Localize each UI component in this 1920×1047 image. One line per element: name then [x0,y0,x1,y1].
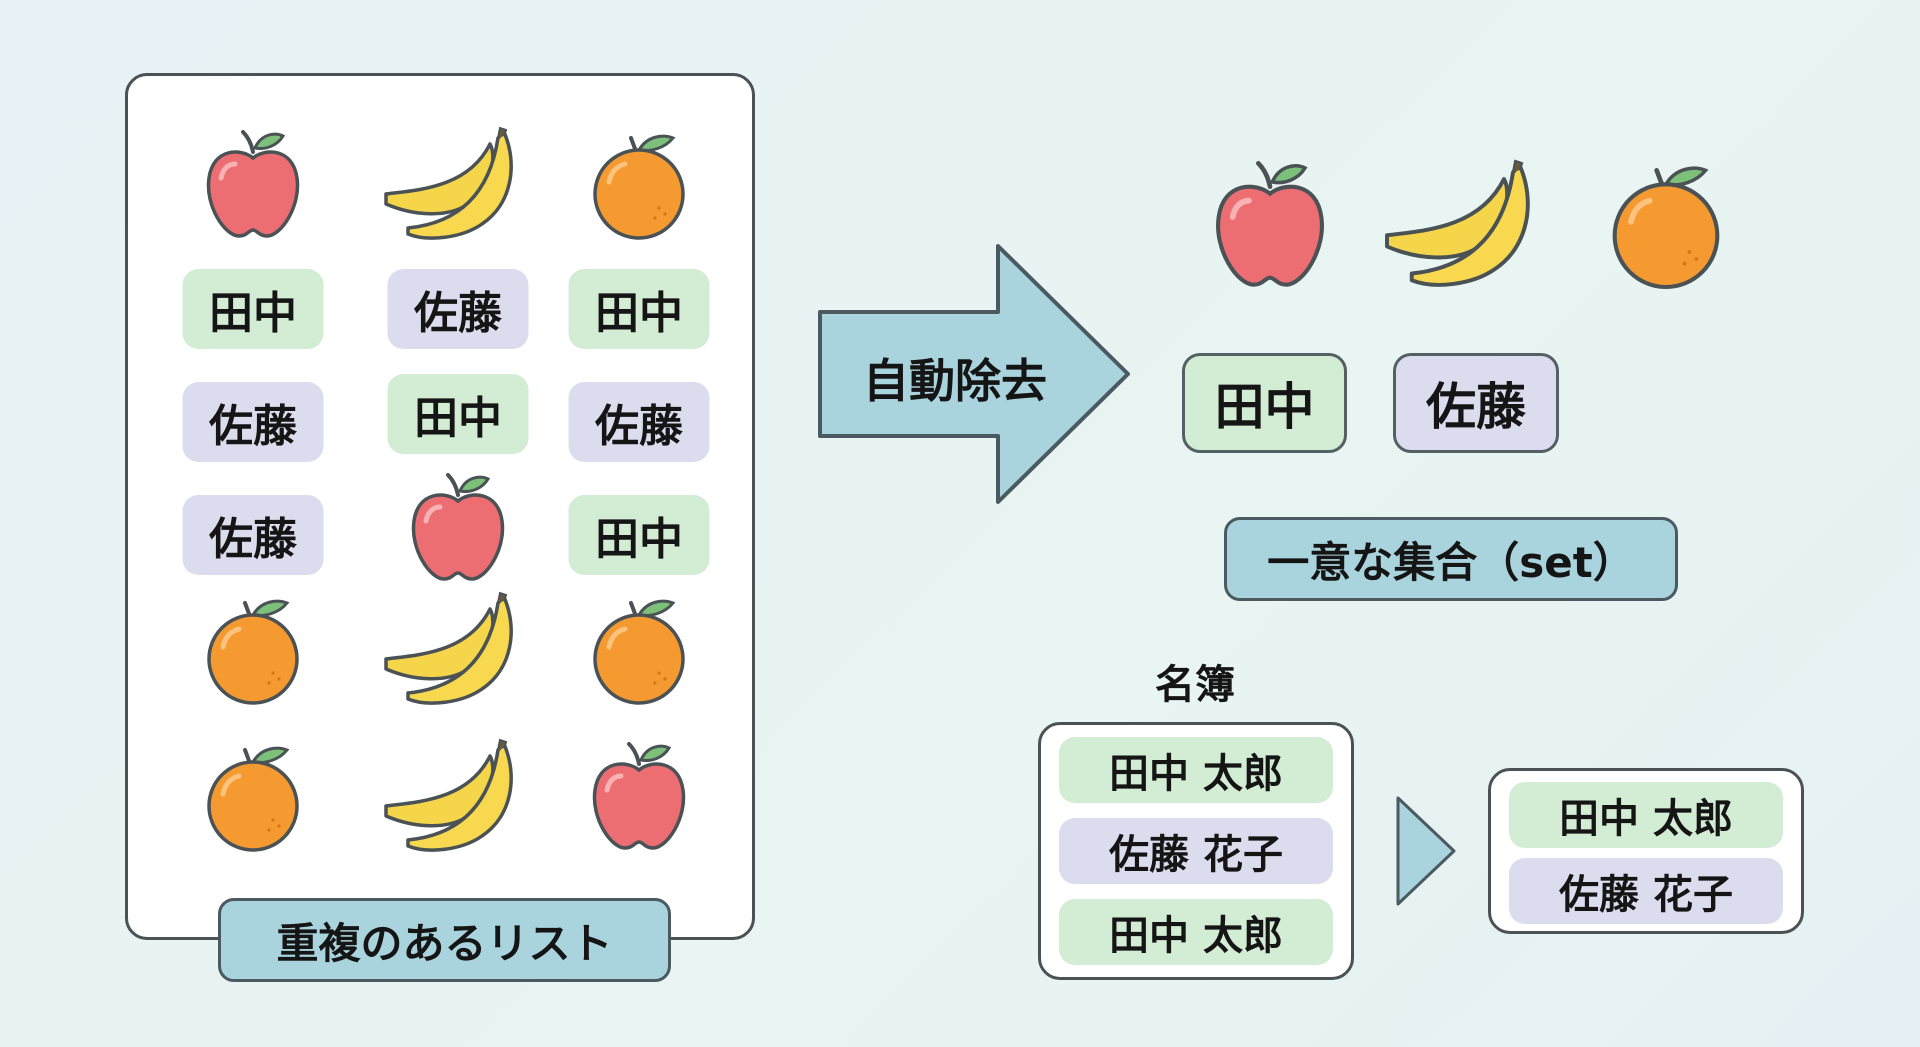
name-tag: 田中 [568,269,710,349]
roster-before-box: 田中 太郎 佐藤 花子 田中 太郎 [1038,722,1354,980]
name-tag: 田中 [182,269,324,349]
banana-icon [378,124,538,244]
set-tag-tanaka: 田中 [1182,353,1347,453]
apple-icon [579,736,699,856]
roster-after-box: 田中 太郎 佐藤 花子 [1488,768,1804,934]
banana-icon [378,736,538,856]
name-tag: 佐藤 [387,269,529,349]
name-tag: 佐藤 [182,382,324,462]
name-tag: 佐藤 [182,495,324,575]
set-orange-icon [1596,154,1736,294]
roster-row: 佐藤 花子 [1509,858,1783,924]
orange-icon [579,589,699,709]
set-banana-icon [1378,154,1558,294]
set-tag-sato: 佐藤 [1393,353,1559,453]
roster-row: 田中 太郎 [1059,737,1333,803]
roster-row: 田中 太郎 [1059,899,1333,965]
name-tag: 田中 [568,495,710,575]
orange-icon [193,589,313,709]
apple-icon [193,124,313,244]
orange-icon [579,124,699,244]
orange-icon [193,736,313,856]
roster-row: 田中 太郎 [1509,782,1783,848]
arrow-label: 自動除去 [863,354,1047,408]
roster-title: 名簿 [1155,662,1235,708]
name-tag: 田中 [387,374,529,454]
unique-set-label: 一意な集合（set） [1224,517,1678,601]
roster-row: 佐藤 花子 [1059,818,1333,884]
name-tag: 佐藤 [568,382,710,462]
arrow-right-icon [818,244,1130,504]
small-arrow-icon [1396,796,1456,906]
banana-icon [378,589,538,709]
set-apple-icon [1200,154,1340,294]
duplicate-list-label: 重複のあるリスト [218,898,671,982]
apple-icon [398,467,518,587]
